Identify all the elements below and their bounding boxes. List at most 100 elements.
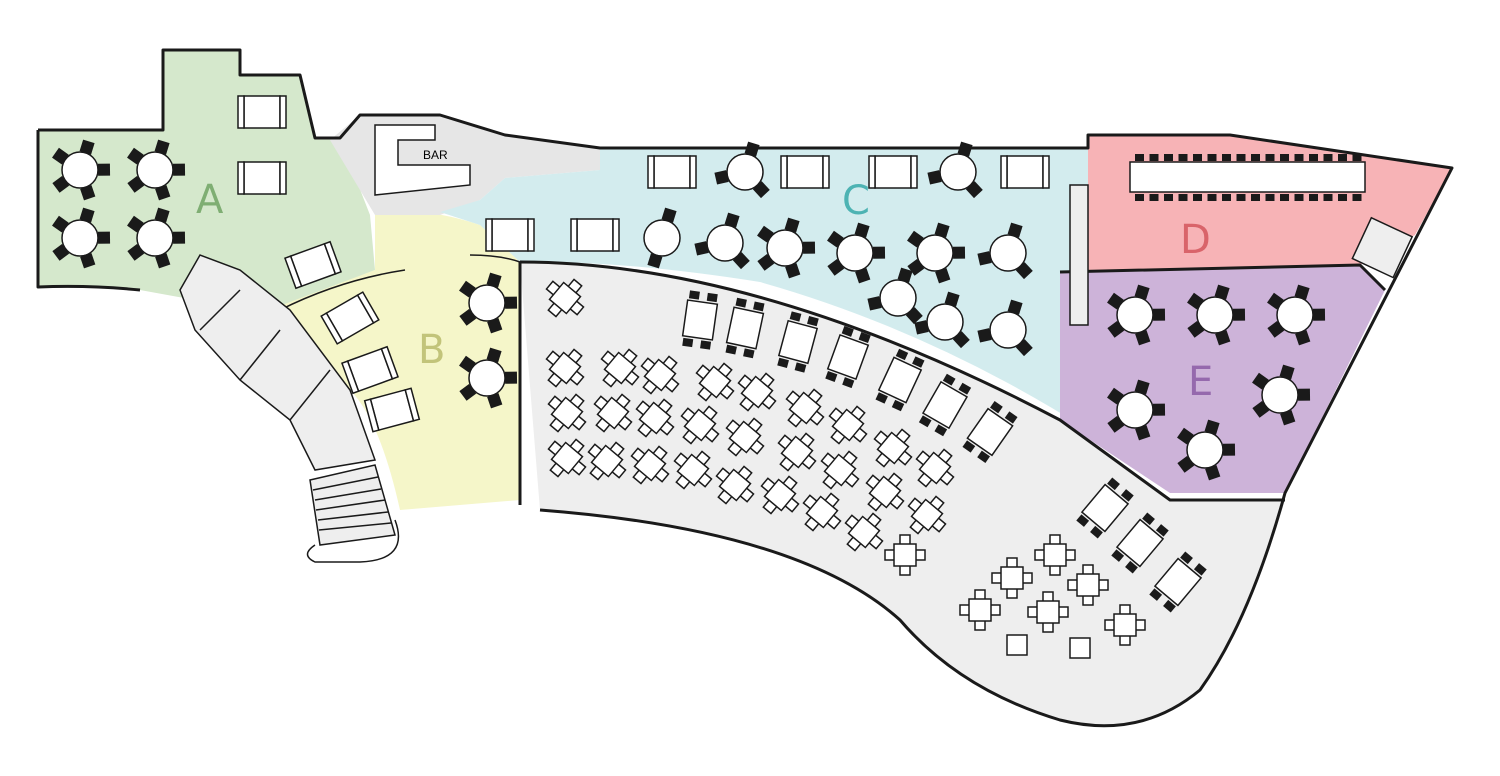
booth[interactable] <box>780 155 830 189</box>
square-table[interactable] <box>622 437 678 493</box>
square-table[interactable] <box>777 380 833 436</box>
table-top <box>590 444 624 478</box>
rect-table[interactable] <box>1076 477 1135 539</box>
square-table[interactable] <box>539 385 595 441</box>
chair <box>914 320 929 335</box>
square-table[interactable] <box>579 433 635 489</box>
booth-table <box>653 155 691 189</box>
square-table[interactable] <box>717 409 773 465</box>
round-table[interactable] <box>757 217 816 279</box>
round-table[interactable] <box>827 222 886 284</box>
booth[interactable] <box>1000 155 1050 189</box>
square-table[interactable] <box>537 270 593 326</box>
square-table[interactable] <box>585 385 641 441</box>
rect-table[interactable] <box>962 400 1019 463</box>
round-table[interactable] <box>914 291 970 349</box>
rect-table[interactable] <box>1111 512 1170 574</box>
round-table[interactable] <box>694 212 750 270</box>
square-table[interactable] <box>539 430 595 486</box>
square-table[interactable] <box>537 340 593 396</box>
zone-a-area[interactable] <box>38 50 375 310</box>
zone-b-area[interactable] <box>282 211 520 510</box>
table-top <box>643 358 677 392</box>
round-table[interactable] <box>977 222 1033 280</box>
booth[interactable] <box>363 387 421 433</box>
round-table[interactable] <box>1177 419 1236 481</box>
square-table[interactable] <box>769 424 825 480</box>
side-table[interactable] <box>1069 637 1091 659</box>
round-table[interactable] <box>867 267 923 325</box>
banquet-table[interactable] <box>1129 161 1366 193</box>
round-table[interactable] <box>643 207 681 269</box>
table-top <box>1196 296 1234 334</box>
booth[interactable] <box>647 155 697 189</box>
square-table[interactable] <box>672 397 728 453</box>
booth-seat <box>404 387 421 422</box>
square-table[interactable] <box>687 354 743 410</box>
round-table[interactable] <box>977 299 1033 357</box>
booth[interactable] <box>284 240 342 290</box>
table-top <box>550 396 584 430</box>
square-table[interactable] <box>729 364 785 420</box>
side-table[interactable] <box>1006 634 1028 656</box>
round-table[interactable] <box>1252 364 1311 426</box>
table-top <box>831 408 865 442</box>
round-table[interactable] <box>52 207 111 269</box>
booth[interactable] <box>341 345 399 395</box>
rect-table[interactable] <box>875 348 926 412</box>
inner-curve-wall <box>519 260 1285 502</box>
round-table[interactable] <box>1187 284 1246 346</box>
booth[interactable] <box>868 155 918 189</box>
round-table[interactable] <box>1107 379 1166 441</box>
square-table[interactable] <box>707 457 763 513</box>
round-table[interactable] <box>1107 284 1166 346</box>
round-table[interactable] <box>459 347 518 409</box>
round-table[interactable] <box>52 139 111 201</box>
square-table[interactable] <box>1034 534 1076 576</box>
square-table[interactable] <box>632 347 688 403</box>
square-table[interactable] <box>820 397 876 453</box>
booth[interactable] <box>237 95 287 129</box>
round-table[interactable] <box>927 141 983 199</box>
square-table[interactable] <box>794 484 850 540</box>
chair <box>1352 194 1362 201</box>
booth[interactable] <box>237 161 287 195</box>
square-table[interactable] <box>991 557 1033 599</box>
rect-table[interactable] <box>1149 551 1208 613</box>
square-table[interactable] <box>884 534 926 576</box>
rect-table[interactable] <box>776 311 819 373</box>
booth-seat <box>910 155 918 189</box>
square-table[interactable] <box>959 589 1001 631</box>
square-table[interactable] <box>1027 591 1069 633</box>
square-table[interactable] <box>592 340 648 396</box>
round-table[interactable] <box>459 272 518 334</box>
round-table[interactable] <box>714 141 770 199</box>
booth[interactable] <box>320 291 380 345</box>
square-table[interactable] <box>1104 604 1146 646</box>
rect-table[interactable] <box>681 290 719 350</box>
chair <box>1163 599 1176 613</box>
round-table[interactable] <box>127 139 186 201</box>
chair <box>753 301 765 312</box>
chair <box>97 231 111 244</box>
square-table[interactable] <box>899 487 955 543</box>
square-table[interactable] <box>752 467 808 523</box>
rect-table[interactable] <box>725 297 766 359</box>
square-table[interactable] <box>836 504 892 560</box>
booth[interactable] <box>570 218 620 252</box>
rect-table[interactable] <box>824 325 871 389</box>
square-table[interactable] <box>812 442 868 498</box>
rect-table[interactable] <box>918 373 972 437</box>
booth-seat <box>485 218 493 252</box>
booth[interactable] <box>485 218 535 252</box>
round-table[interactable] <box>127 207 186 269</box>
round-table[interactable] <box>1267 284 1326 346</box>
square-table[interactable] <box>627 390 683 446</box>
square-table[interactable] <box>665 442 721 498</box>
chair <box>1149 194 1159 201</box>
square-table[interactable] <box>1067 564 1109 606</box>
square-table[interactable] <box>865 420 921 476</box>
square-table[interactable] <box>907 440 963 496</box>
chair <box>875 392 888 404</box>
square-table[interactable] <box>857 464 913 520</box>
